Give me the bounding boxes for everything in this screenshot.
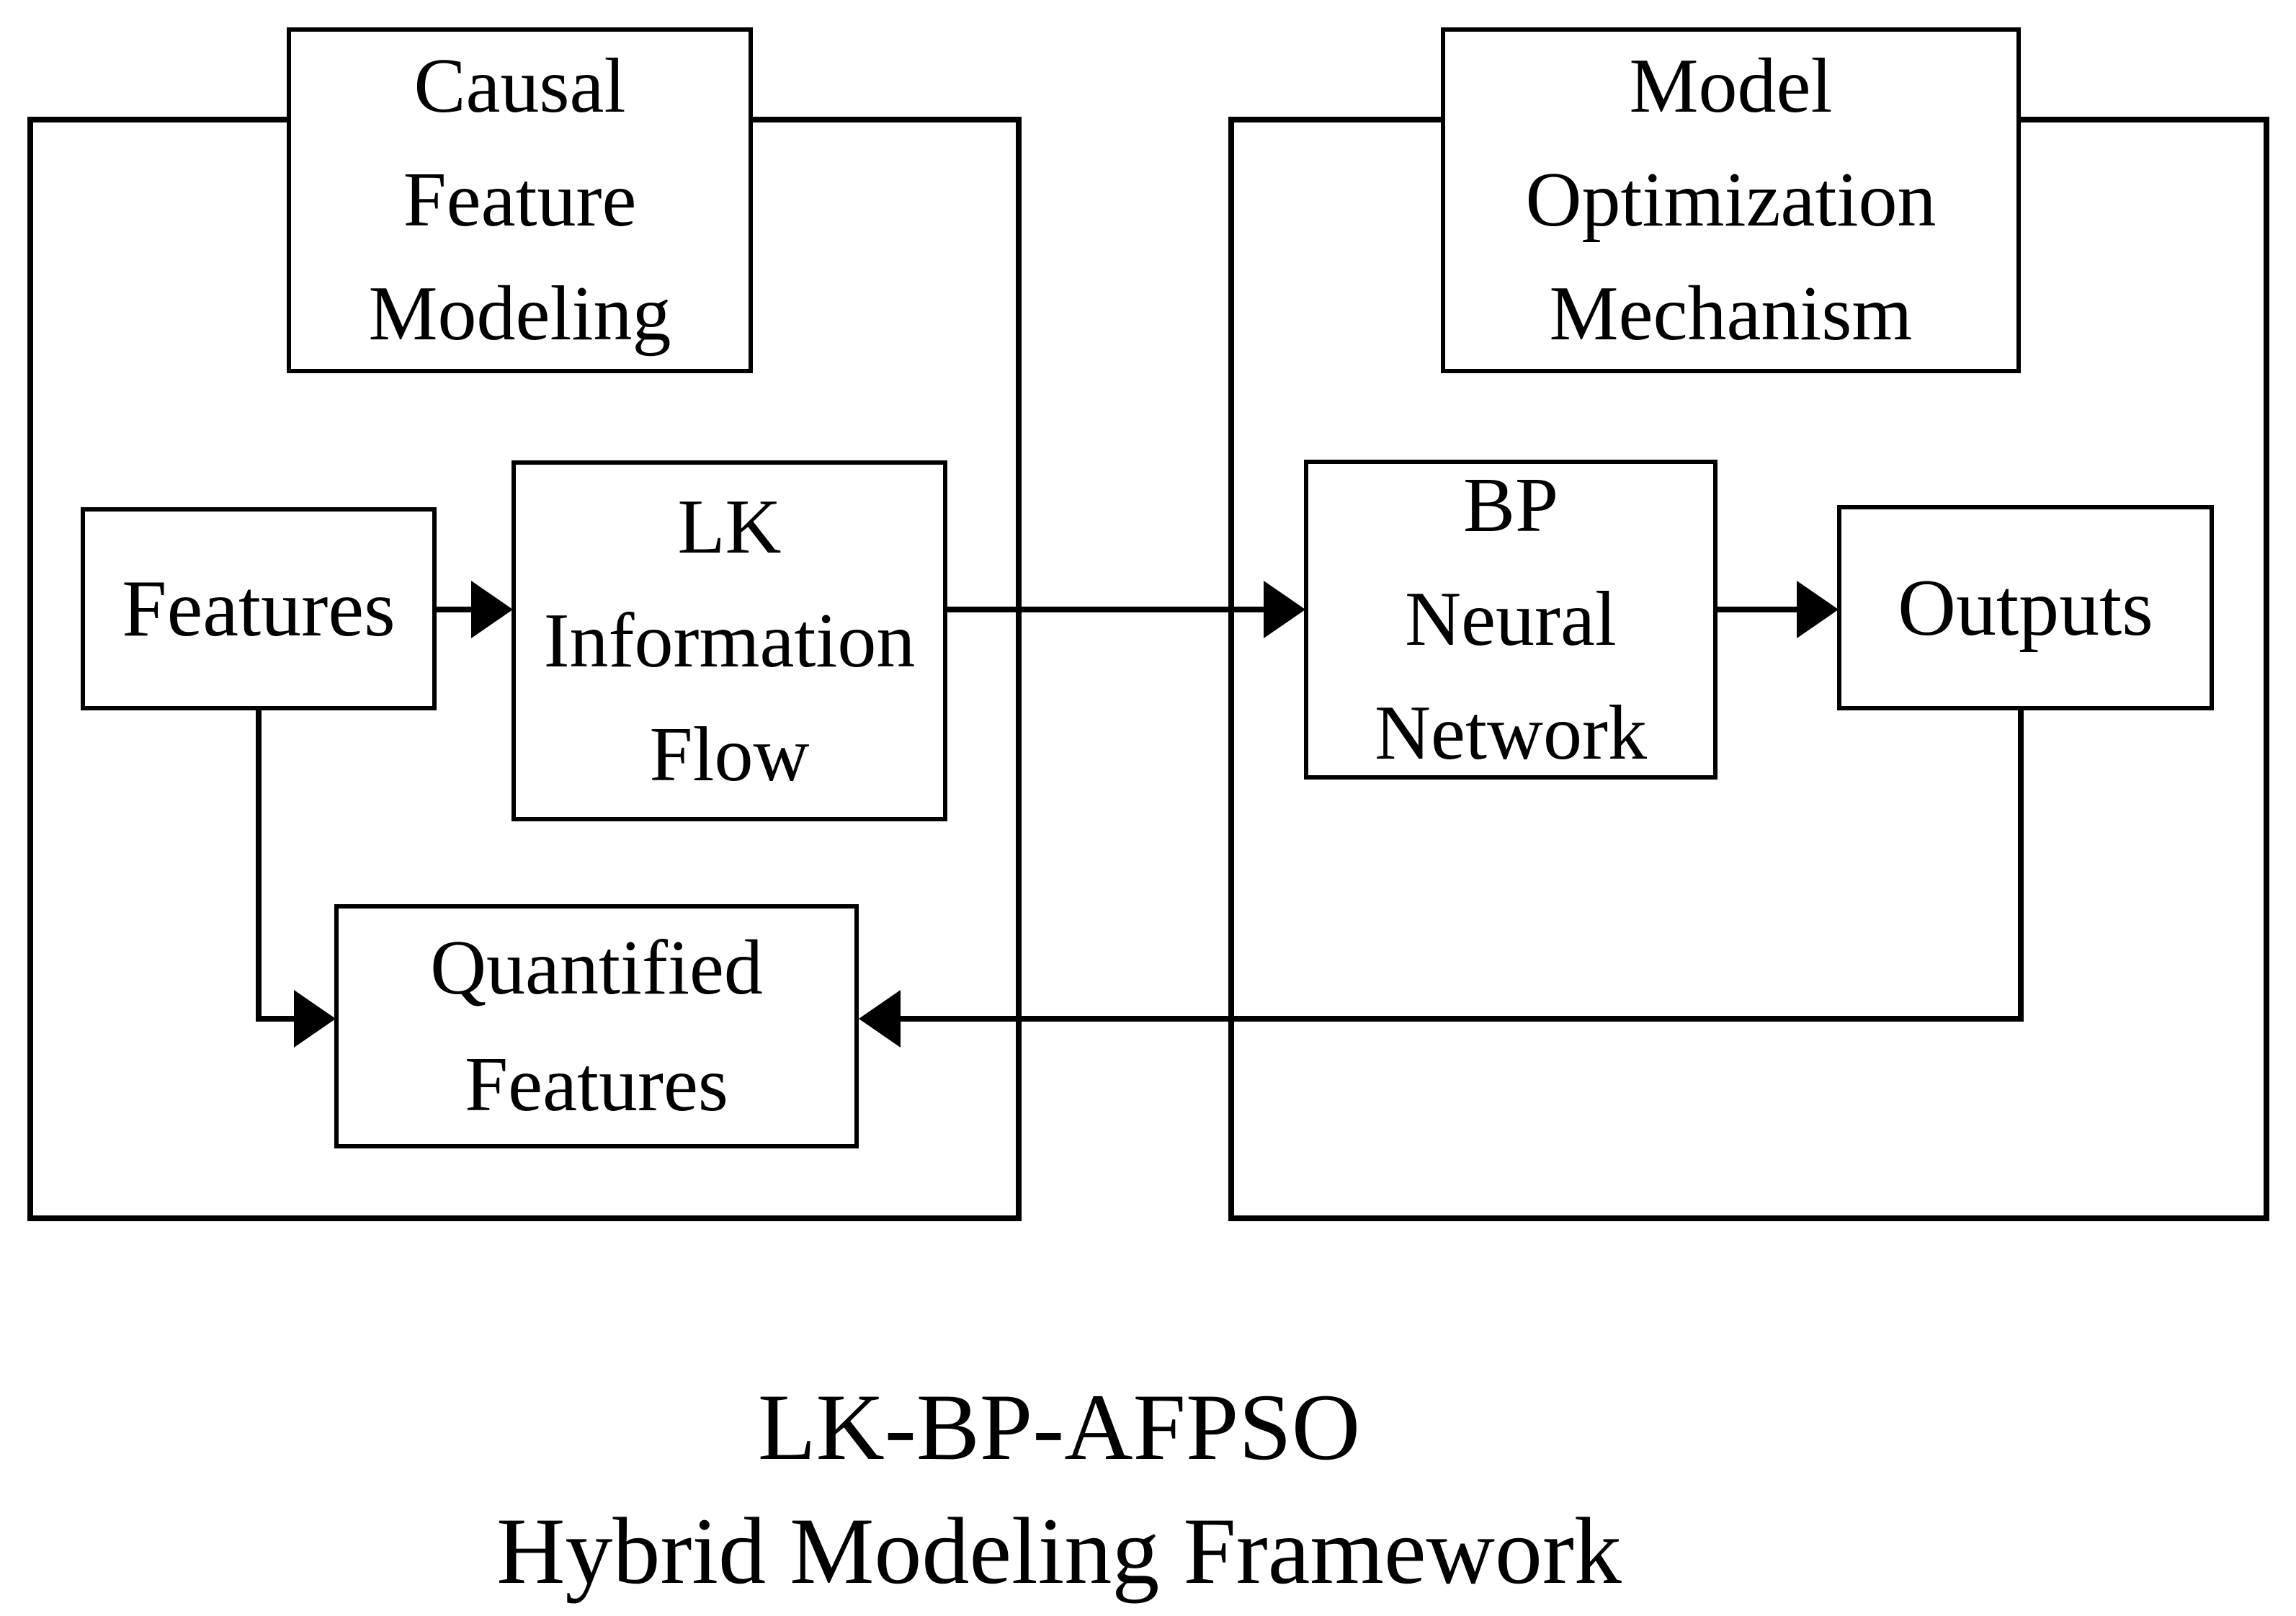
lk-information-flow-node: LK Information Flow xyxy=(512,460,947,821)
mom-title-line: Mechanism xyxy=(1549,271,1913,357)
causal-title-line: Causal xyxy=(414,43,626,129)
quantified-label-line: Quantified xyxy=(430,924,763,1011)
mom-title-line: Model xyxy=(1629,43,1833,129)
edge-bp-to-outputs-line xyxy=(1717,607,1800,612)
bp-label-line: Neural xyxy=(1405,576,1617,662)
mom-title-line: Optimization xyxy=(1525,157,1937,243)
quantified-label-line: Features xyxy=(465,1041,728,1128)
bp-label-line: Network xyxy=(1375,690,1647,776)
model-optimization-mechanism-title-box: Model Optimization Mechanism xyxy=(1441,27,2021,373)
lk-label-line: LK xyxy=(677,483,782,570)
edge-outputs-to-quantified-horizontal-line xyxy=(899,1016,2021,1022)
edge-features-to-quantified-arrowhead-icon xyxy=(294,990,336,1048)
outputs-node: Outputs xyxy=(1837,505,2214,710)
caption-line-1: LK-BP-AFPSO xyxy=(757,1374,1361,1480)
causal-title-line: Feature xyxy=(403,157,637,243)
quantified-features-node: Quantified Features xyxy=(334,904,859,1148)
features-node: Features xyxy=(81,507,437,710)
edge-lk-to-bp-arrowhead-icon xyxy=(1264,581,1305,638)
edge-features-to-quantified-vertical-line xyxy=(256,710,262,1022)
lk-label-line: Flow xyxy=(649,711,810,798)
edge-outputs-to-quantified-vertical-line xyxy=(2018,710,2024,1022)
bp-label-line: BP xyxy=(1462,463,1559,548)
lk-label-line: Information xyxy=(543,597,916,684)
edge-lk-to-bp-line xyxy=(947,607,1267,612)
edge-features-to-lk-arrowhead-icon xyxy=(471,581,513,638)
causal-feature-modeling-title-box: Causal Feature Modeling xyxy=(287,27,753,373)
edge-features-to-lk-line xyxy=(437,607,474,612)
caption-line-2: Hybrid Modeling Framework xyxy=(496,1498,1622,1604)
diagram-caption: LK-BP-AFPSO Hybrid Modeling Framework xyxy=(122,1365,1996,1613)
outputs-label: Outputs xyxy=(1898,563,2153,653)
features-label: Features xyxy=(122,564,396,653)
edge-features-to-quantified-horizontal-line xyxy=(256,1016,299,1022)
causal-title-line: Modeling xyxy=(368,271,671,357)
bp-neural-network-node: BP Neural Network xyxy=(1304,460,1717,780)
edge-outputs-to-quantified-arrowhead-icon xyxy=(859,990,901,1048)
edge-bp-to-outputs-arrowhead-icon xyxy=(1797,581,1839,638)
